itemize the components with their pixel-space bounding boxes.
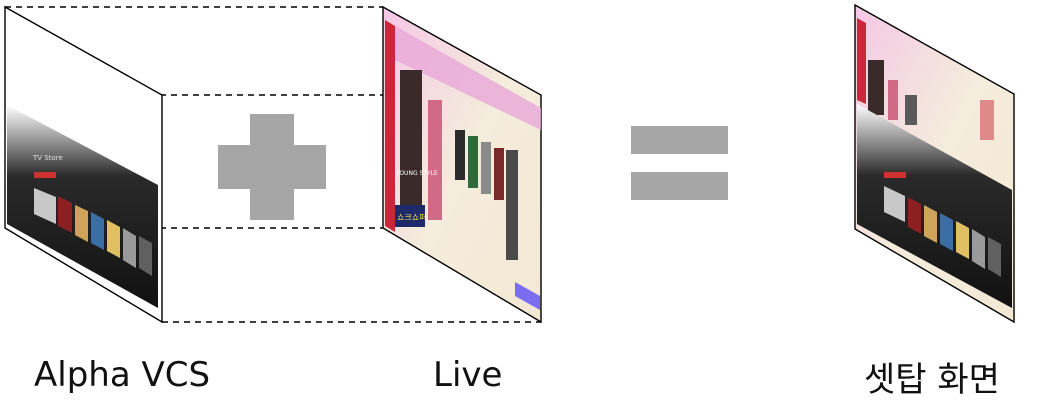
dashed-guide-lines <box>5 6 541 323</box>
alpha-vcs-panel: TV Store <box>4 5 163 324</box>
alpha-ui-overlay <box>7 105 158 308</box>
plus-symbol <box>218 114 326 220</box>
live-caption: YOUNG STYLE <box>395 170 438 177</box>
live-banner-text: 쇼크쇼퍼 <box>397 213 426 222</box>
result-live-clothing <box>868 60 994 140</box>
result-panel <box>854 3 1015 324</box>
live-clothing <box>400 70 518 260</box>
result-label: 셋탑 화면 <box>864 360 1000 400</box>
result-ui-thumbnails <box>884 186 1001 277</box>
live-banner-box <box>395 205 425 227</box>
alpha-ui-thumbnails <box>34 188 152 276</box>
live-panel: 쇼크쇼퍼 YOUNG STYLE <box>382 5 542 324</box>
alpha-ui-highlight <box>34 172 56 178</box>
alpha-ui-title: TV Store <box>32 154 63 162</box>
alpha-vcs-label: Alpha VCS <box>34 355 211 395</box>
live-label: Live <box>433 355 503 395</box>
equals-symbol <box>631 126 728 200</box>
